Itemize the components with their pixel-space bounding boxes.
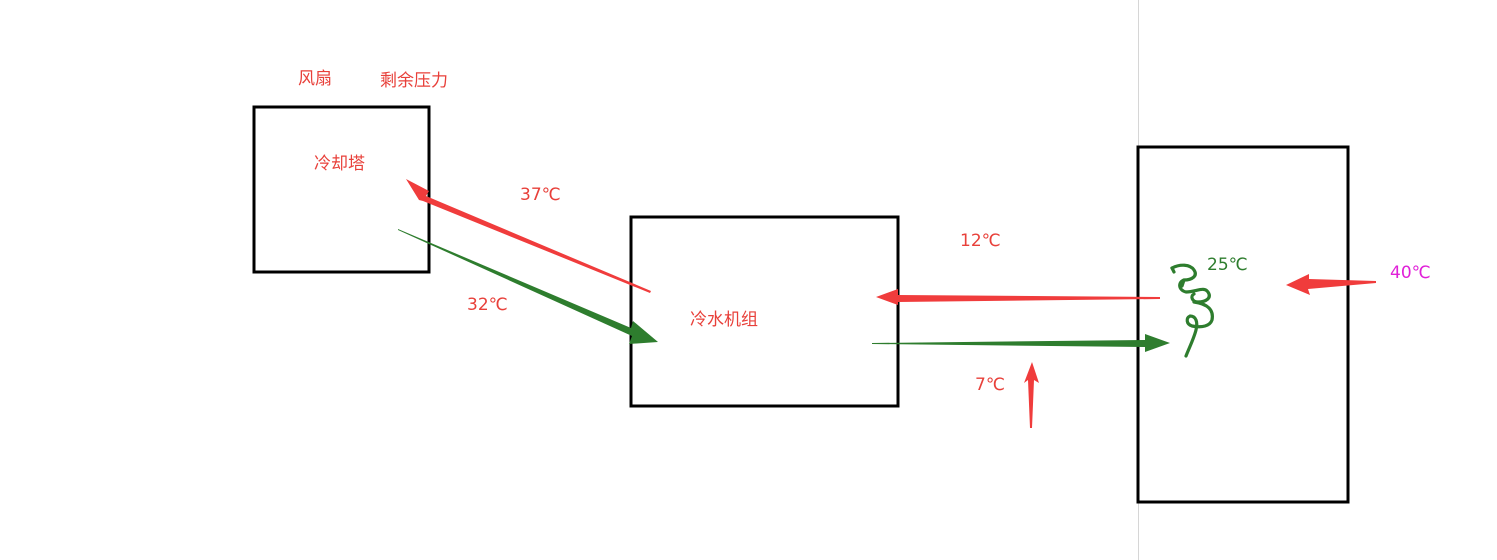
heat-exchanger-coil-icon <box>1170 263 1214 358</box>
temp-37-label: 37℃ <box>520 185 561 205</box>
temp-32-label: 32℃ <box>467 295 508 315</box>
return-water-arrow-to-chiller <box>876 289 1160 305</box>
temp-12-label: 12℃ <box>960 231 1001 251</box>
outdoor-heat-arrow <box>1286 274 1376 295</box>
hot-return-arrow-to-tower <box>406 179 651 293</box>
cool-supply-arrow-to-chiller <box>398 229 658 344</box>
room-box <box>1136 145 1350 504</box>
up-arrow-indicator <box>1024 362 1039 428</box>
temp-40-label: 40℃ <box>1390 263 1431 283</box>
temp-25-label: 25℃ <box>1207 255 1248 275</box>
chiller-label: 冷水机组 <box>690 310 758 330</box>
temp-7-label: 7℃ <box>975 375 1005 395</box>
chilled-water-arrow-to-room <box>872 334 1170 352</box>
chiller-box <box>629 215 900 408</box>
cooling-tower-box <box>252 105 431 274</box>
coil-top-hook <box>1170 266 1186 288</box>
cooling-tower-label: 冷却塔 <box>314 154 365 174</box>
fan-label: 风扇 <box>298 69 332 89</box>
residual-pressure-label: 剩余压力 <box>380 71 448 91</box>
